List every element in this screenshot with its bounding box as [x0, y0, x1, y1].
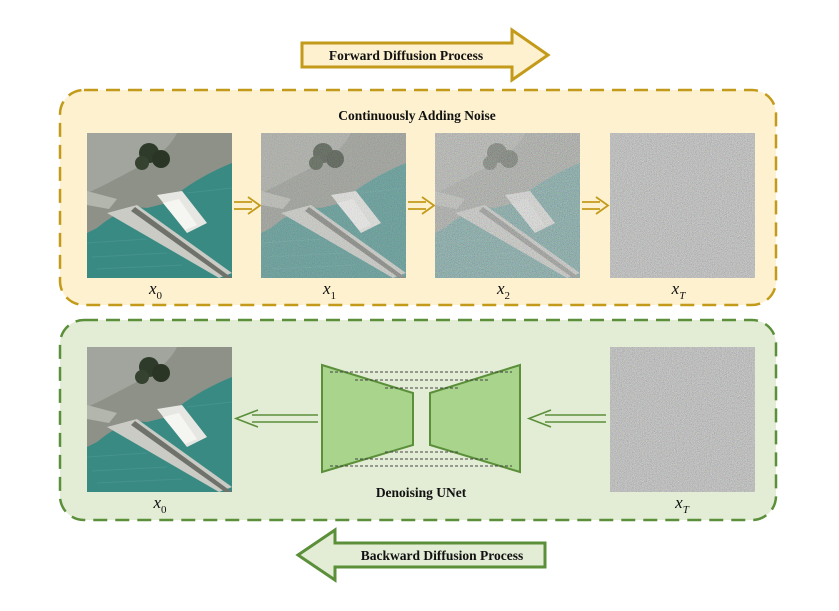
forward-stage-label: xT — [671, 279, 687, 302]
forward-diffusion-arrow: Forward Diffusion Process — [300, 27, 551, 83]
forward-step-arrow — [234, 196, 262, 215]
forward-diffusion-label: Forward Diffusion Process — [329, 48, 483, 63]
input-to-unet-arrow — [526, 409, 606, 428]
forward-step-arrow — [582, 196, 610, 215]
noisy-input-image — [610, 347, 755, 492]
forward-stage-label: x1 — [322, 279, 336, 302]
unet-to-output-arrow — [233, 409, 318, 428]
forward-stages: x0 x1 x2 xT — [87, 133, 755, 302]
backward-input-label: xT — [674, 493, 690, 516]
forward-step-arrow — [408, 196, 436, 215]
forward-stage-label: x2 — [496, 279, 510, 302]
backward-panel — [58, 318, 778, 522]
forward-stage-image — [261, 133, 406, 278]
forward-stage-image — [610, 133, 755, 278]
forward-stage-image — [87, 133, 232, 278]
forward-stage-label: x0 — [148, 279, 163, 302]
denoising-unet: Denoising UNet — [321, 363, 521, 500]
skip-connections — [330, 371, 512, 467]
forward-panel-title: Continuously Adding Noise — [338, 108, 496, 123]
forward-panel: Continuously Adding Noise — [58, 88, 778, 307]
backward-diffusion-label: Backward Diffusion Process — [361, 548, 524, 563]
denoised-image — [87, 347, 232, 492]
backward-output-label: x0 — [152, 493, 167, 516]
backward-diffusion-arrow: Backward Diffusion Process — [295, 527, 547, 583]
unet-label: Denoising UNet — [376, 485, 467, 500]
forward-stage-image — [435, 133, 580, 278]
